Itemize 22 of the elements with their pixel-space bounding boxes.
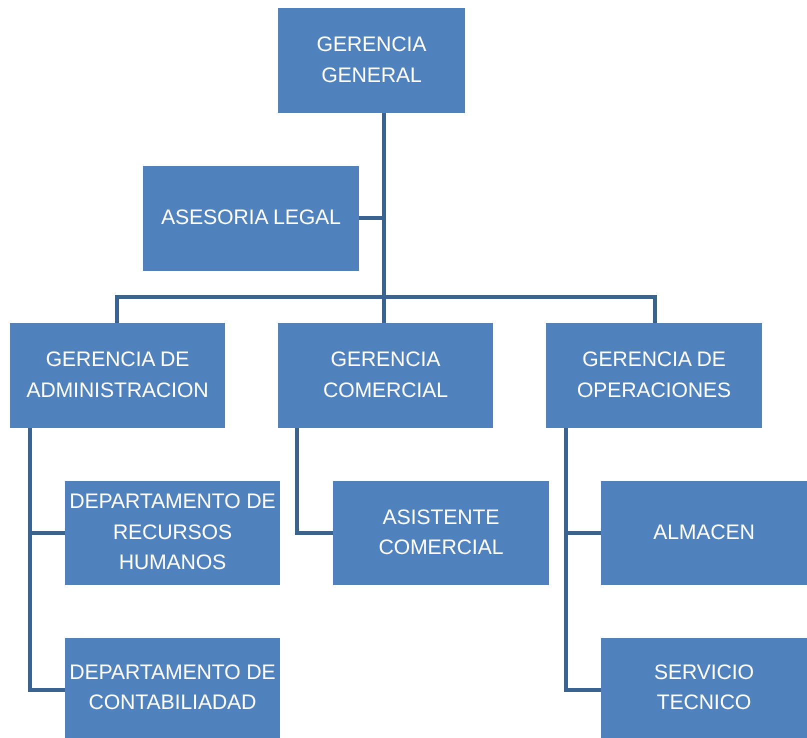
org-box (546, 323, 762, 428)
box-label: GERENCIA COMERCIAL (322, 347, 449, 404)
box-label: DEPARTAMENTO DE CONTABILIADAD (69, 660, 276, 716)
box-label: SERVICIO TECNICO (653, 660, 755, 716)
org-box (65, 638, 280, 738)
connector-line (382, 113, 657, 323)
org-box (601, 481, 807, 585)
connector-line (295, 428, 333, 535)
box-label: GERENCIA DE OPERACIONES (576, 347, 732, 404)
org-box (143, 166, 359, 271)
box-label: GERENCIA DE ADMINISTRACION (25, 347, 210, 404)
org-box (333, 481, 549, 585)
org-box (10, 323, 225, 428)
org-box (278, 323, 493, 428)
box-label: DEPARTAMENTO DE RECURSOS HUMANOS (69, 489, 276, 576)
org-box (65, 481, 280, 585)
box-label: GERENCIA GENERAL (316, 32, 428, 88)
box-label: ASESORIA LEGAL (161, 205, 341, 232)
org-box (278, 8, 465, 113)
box-label: ALMACEN (653, 520, 755, 546)
box-label: ASISTENTE COMERCIAL (378, 504, 504, 561)
org-box (601, 638, 807, 738)
